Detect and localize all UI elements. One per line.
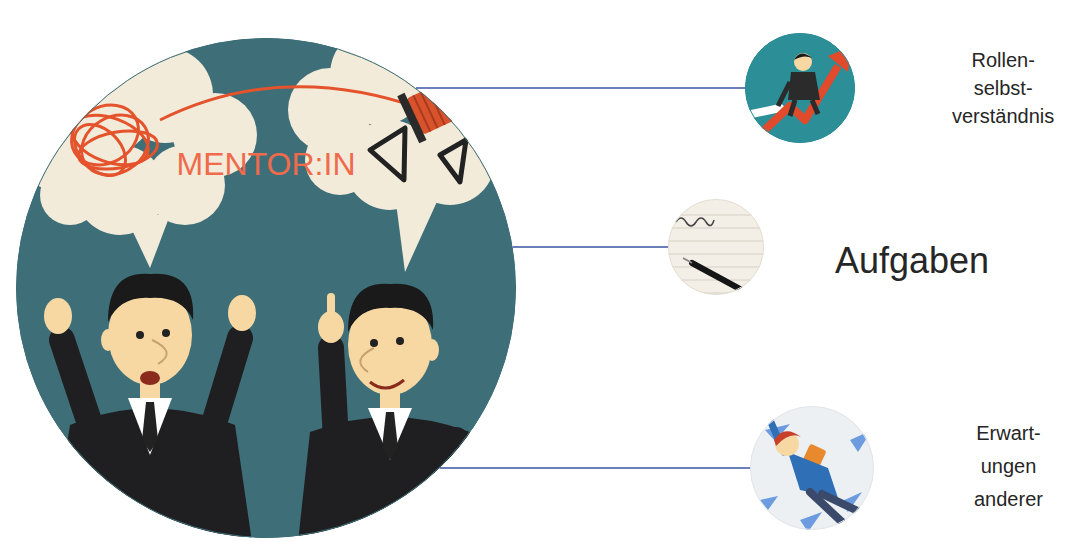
- mentor-illustration: [16, 25, 522, 542]
- right-man: [331, 348, 336, 440]
- flying-person-icon: [850, 430, 872, 452]
- career-icon: [812, 100, 818, 114]
- thread-spool: [397, 65, 486, 143]
- thread-spool: [397, 93, 426, 144]
- right-man: [456, 440, 470, 520]
- right-man: [327, 293, 335, 321]
- topic-circle: Aufgaben: [668, 199, 764, 295]
- thread-spool: [457, 65, 486, 116]
- notepad-icon: [660, 254, 770, 255]
- circle-outline: [745, 33, 855, 143]
- left-man: [101, 329, 115, 351]
- notepad-icon: [660, 280, 770, 281]
- notepad-icon: [660, 241, 770, 242]
- circle-outline: [668, 199, 764, 295]
- speech-cloud: [125, 215, 170, 268]
- career-icon: [742, 108, 780, 116]
- left-man: [142, 402, 158, 452]
- notepad-icon: [676, 218, 714, 226]
- circle-outline: [669, 200, 764, 295]
- flying-person-icon: [750, 406, 874, 530]
- right-man: [368, 408, 412, 460]
- right-man: [348, 284, 433, 332]
- flying-person-icon: [774, 431, 801, 446]
- mentor-circle: MENTOR:IN: [16, 38, 516, 538]
- notepad-icon: [668, 199, 764, 295]
- flying-person-icon: [760, 424, 872, 532]
- notepad-icon: [660, 293, 770, 294]
- connector-line: [416, 87, 746, 89]
- notepad-icon: [660, 267, 770, 268]
- thread-spool: [450, 78, 467, 114]
- tangled-thread: [61, 93, 161, 186]
- left-man: [140, 372, 160, 400]
- topic-label: Erwart- ungen anderer: [974, 417, 1043, 516]
- speech-cloud: [40, 165, 100, 225]
- left-man: [228, 295, 256, 331]
- connector-line: [513, 246, 669, 248]
- left-man: [62, 340, 92, 430]
- topic-label: Aufgaben: [835, 240, 989, 282]
- career-icon: [788, 72, 820, 100]
- flying-person-icon: [750, 406, 874, 532]
- left-man: [128, 398, 172, 455]
- thread-spool: [442, 82, 459, 118]
- left-man: [140, 371, 160, 385]
- notepad-icon: [660, 199, 770, 302]
- triangle-symbol: [370, 128, 405, 180]
- notepad-icon: [683, 258, 692, 263]
- left-man: [44, 274, 256, 542]
- right-man: [298, 284, 482, 542]
- left-man: [162, 329, 170, 337]
- notepad-icon: [660, 228, 770, 229]
- connector-line: [439, 467, 751, 469]
- right-man: [370, 380, 404, 388]
- flying-person-icon: [810, 492, 842, 522]
- right-man: [396, 337, 404, 345]
- triangle-symbol: [440, 140, 466, 182]
- left-man: [136, 331, 144, 339]
- topic-label: Rollen- selbst- verständnis: [952, 46, 1054, 130]
- thread-spool: [435, 85, 452, 121]
- circle-outline: [17, 39, 516, 538]
- left-man: [44, 298, 72, 334]
- right-man: [370, 339, 378, 347]
- thread-spool: [421, 92, 438, 128]
- thread-line: [160, 87, 420, 120]
- right-man: [360, 348, 374, 372]
- notepad-icon: [660, 215, 770, 216]
- circle-outline: [750, 406, 874, 530]
- career-icon: [828, 46, 852, 72]
- career-icon: [794, 53, 812, 60]
- triangle-symbol: [370, 128, 466, 182]
- topic-circle: Erwart- ungen anderer: [750, 406, 874, 530]
- career-icon: [752, 66, 838, 142]
- career-icon: [790, 100, 795, 116]
- circle-outline: [751, 407, 874, 530]
- thread-spool: [413, 78, 466, 131]
- right-man: [425, 339, 439, 361]
- career-icon: [794, 53, 812, 71]
- left-man: [212, 338, 240, 430]
- left-man: [108, 274, 193, 322]
- career-icon: [778, 82, 790, 106]
- notepad-icon: [660, 215, 770, 293]
- tangled-thread: [65, 115, 136, 186]
- circle-outline: [16, 38, 516, 538]
- right-man: [382, 412, 398, 460]
- title-label: MENTOR:IN: [177, 146, 356, 183]
- left-man: [152, 340, 167, 364]
- thread-spool: [428, 89, 445, 125]
- topic-circle: Rollen- selbst- verständnis: [745, 33, 855, 143]
- flying-person-icon: [760, 496, 778, 510]
- circle-outline: [746, 34, 855, 143]
- speech-cloud: [395, 195, 440, 272]
- career-icon: [745, 33, 855, 143]
- career-icon: [742, 33, 855, 143]
- notepad-icon: [692, 263, 764, 302]
